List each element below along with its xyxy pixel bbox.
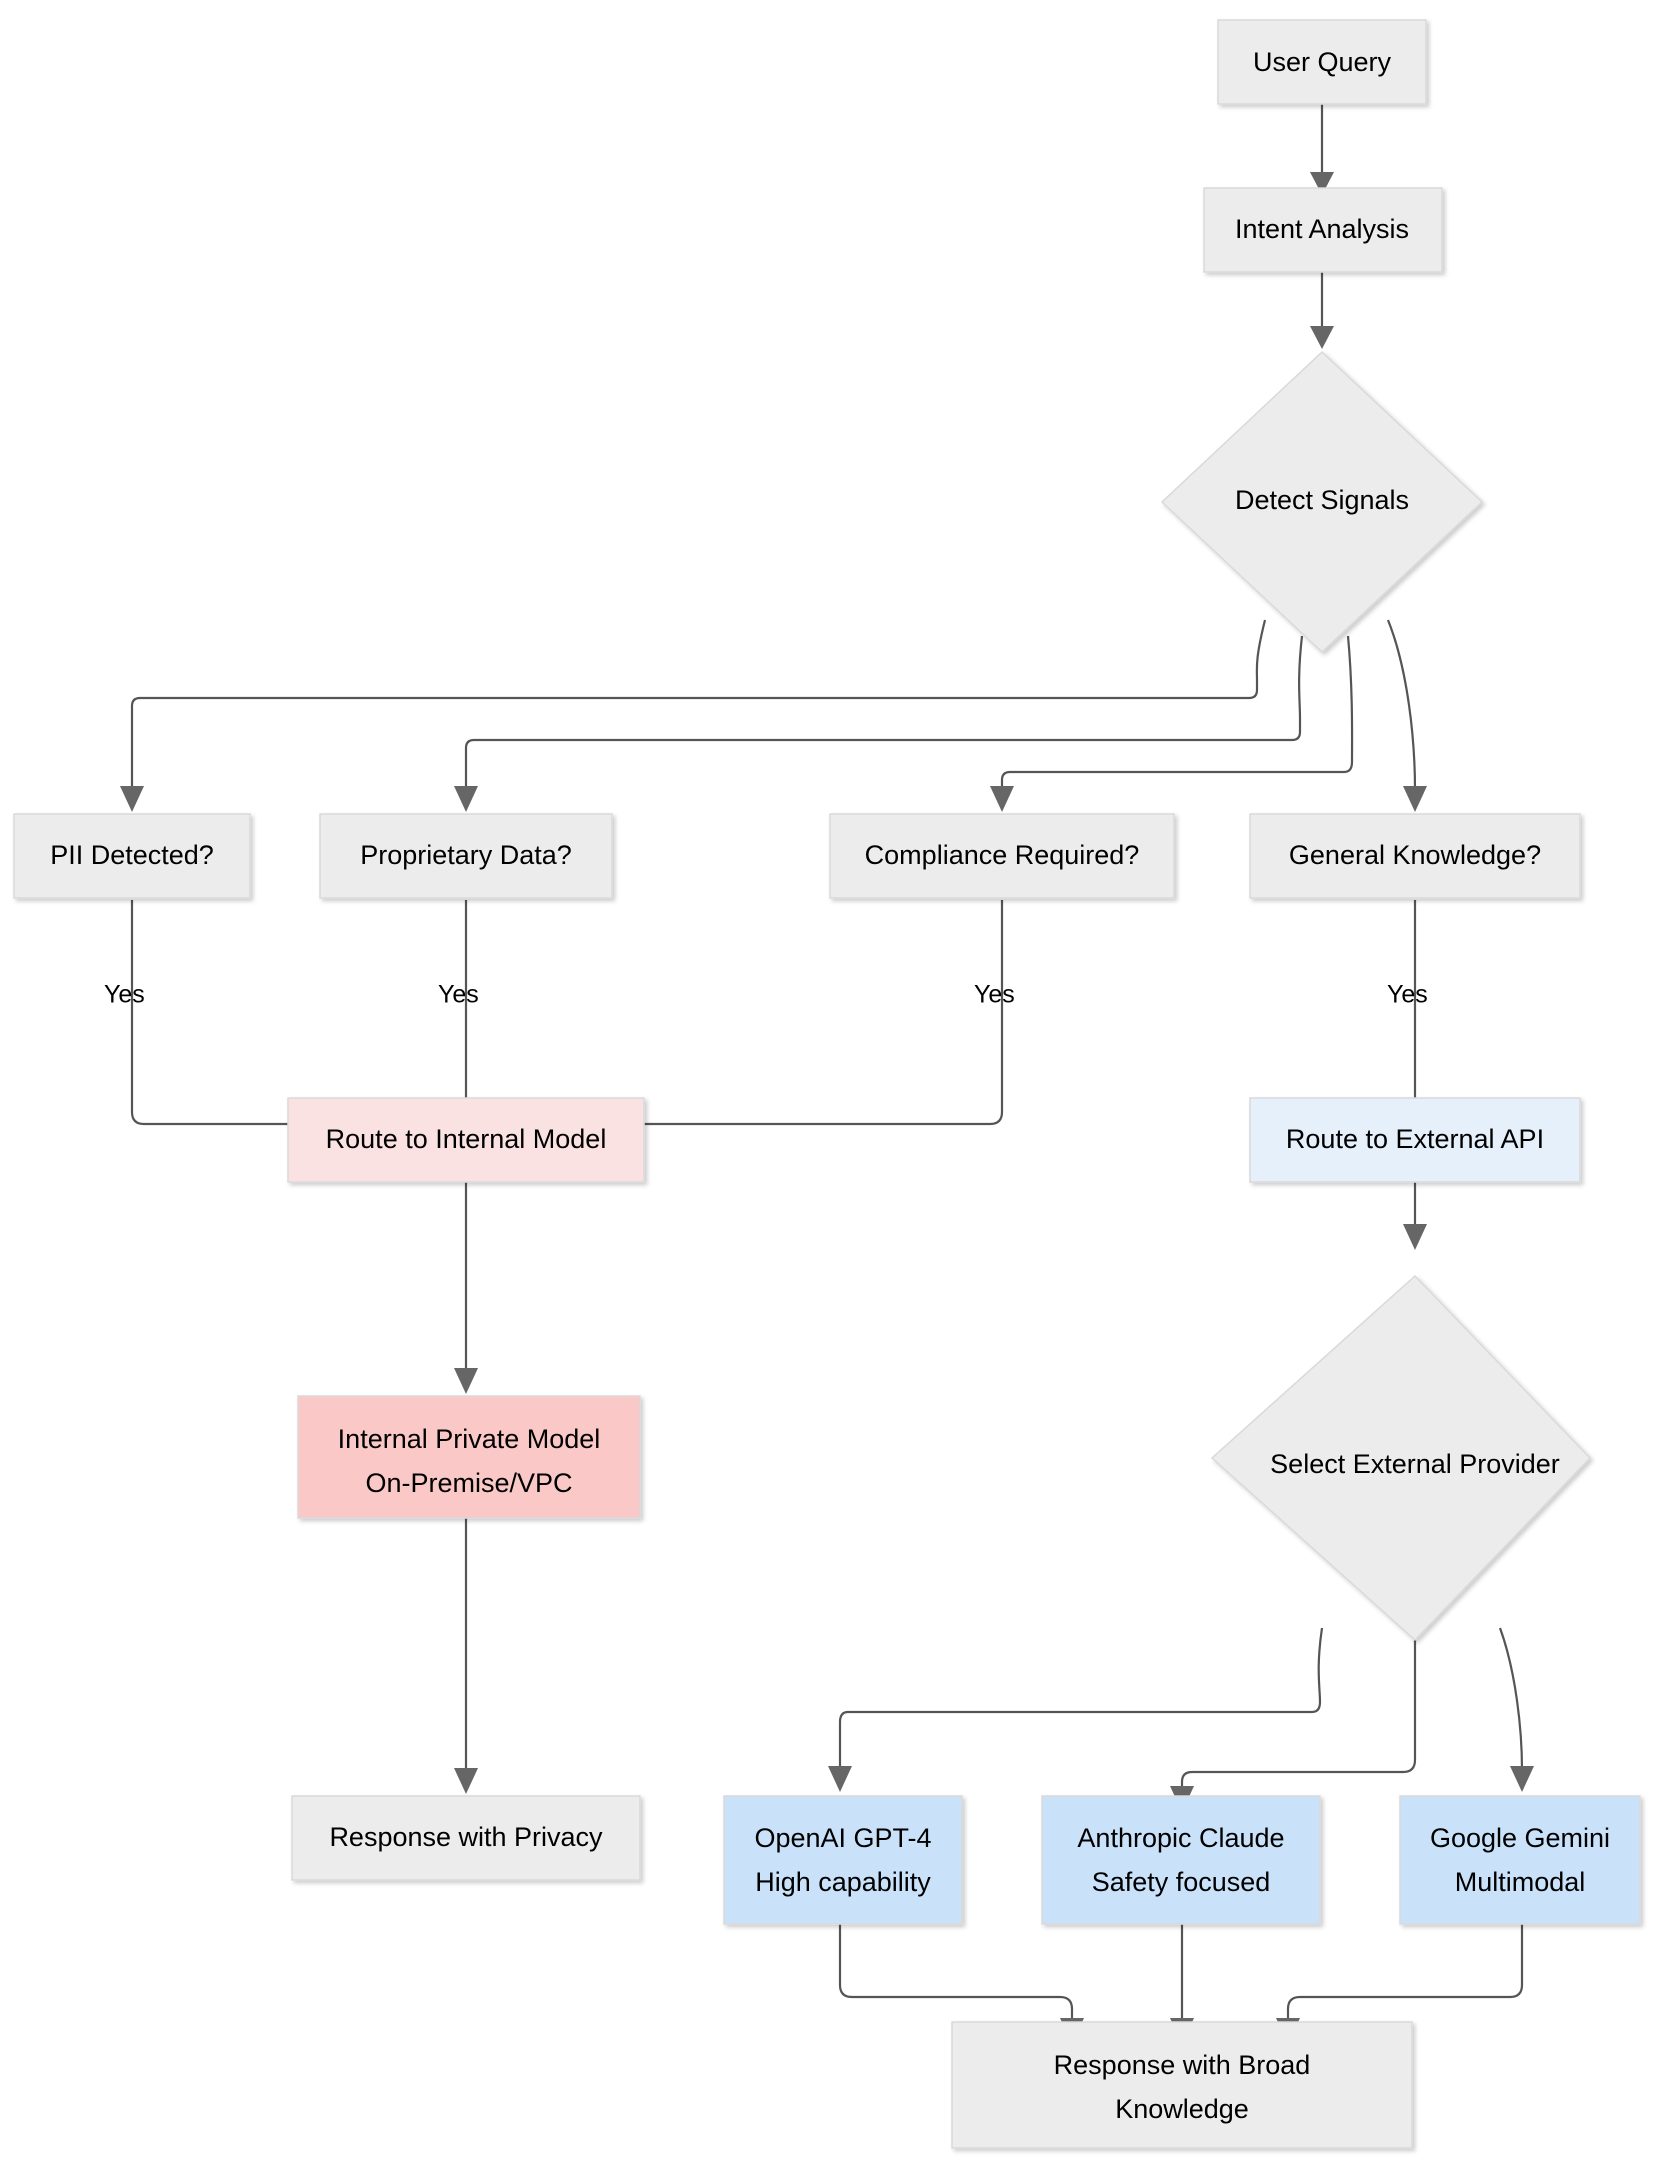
node-proprietary-data[interactable]: Proprietary Data? xyxy=(319,813,613,899)
edge-intent-analysis-to-detect-signals xyxy=(1310,270,1334,349)
node-select-external-provider[interactable]: Select External Provider xyxy=(1210,1274,1592,1642)
node-intent-analysis[interactable]: Intent Analysis xyxy=(1203,187,1443,273)
nodes-layer: User Query Intent Analysis Detect Signal… xyxy=(13,19,1641,2149)
edge-label-general-yes: Yes xyxy=(1387,981,1428,1009)
node-google-gemini-label-line2: Multimodal xyxy=(1455,1867,1586,1897)
node-anthropic-claude-label-line1: Anthropic Claude xyxy=(1077,1823,1284,1853)
edge-label-pii-yes: Yes xyxy=(104,981,145,1009)
node-proprietary-data-label: Proprietary Data? xyxy=(360,840,572,870)
node-internal-private-model-label-line1: Internal Private Model xyxy=(338,1424,601,1454)
node-openai-gpt4-label-line1: OpenAI GPT-4 xyxy=(754,1823,931,1853)
node-response-with-privacy-label: Response with Privacy xyxy=(329,1822,603,1852)
node-detect-signals[interactable]: Detect Signals xyxy=(1160,350,1484,654)
node-google-gemini-label-line1: Google Gemini xyxy=(1430,1823,1610,1853)
edge-user-query-to-intent-analysis xyxy=(1310,104,1334,195)
node-response-with-privacy[interactable]: Response with Privacy xyxy=(291,1795,641,1881)
edge-detect-signals-to-compliance xyxy=(990,635,1354,812)
edge-label-compliance-yes: Yes xyxy=(974,981,1015,1009)
node-pii-detected-label: PII Detected? xyxy=(50,840,214,870)
edge-route-external-to-select-provider xyxy=(1403,1182,1427,1250)
node-openai-gpt4[interactable]: OpenAI GPT-4 High capability xyxy=(723,1795,963,1925)
edge-select-provider-to-gemini xyxy=(1498,1627,1534,1792)
edge-detect-signals-to-pii xyxy=(120,619,1267,812)
node-user-query-label: User Query xyxy=(1253,47,1392,77)
node-pii-detected[interactable]: PII Detected? xyxy=(13,813,251,899)
node-general-knowledge-label: General Knowledge? xyxy=(1289,840,1541,870)
node-google-gemini[interactable]: Google Gemini Multimodal xyxy=(1399,1795,1641,1925)
edge-select-provider-to-openai xyxy=(828,1627,1324,1792)
edge-select-provider-to-anthropic xyxy=(1170,1640,1417,1812)
node-openai-gpt4-label-line2: High capability xyxy=(755,1867,931,1897)
node-route-to-external-api[interactable]: Route to External API xyxy=(1249,1097,1581,1183)
node-response-with-broad-knowledge-label-line1: Response with Broad xyxy=(1054,2050,1311,2080)
node-route-to-external-api-label: Route to External API xyxy=(1286,1124,1544,1154)
node-compliance-required[interactable]: Compliance Required? xyxy=(829,813,1175,899)
node-user-query[interactable]: User Query xyxy=(1217,19,1427,105)
node-intent-analysis-label: Intent Analysis xyxy=(1235,214,1409,244)
node-response-with-broad-knowledge-label-line2: Knowledge xyxy=(1115,2094,1249,2124)
edge-detect-signals-to-proprietary xyxy=(454,635,1304,812)
node-compliance-required-label: Compliance Required? xyxy=(865,840,1140,870)
edge-label-proprietary-yes: Yes xyxy=(438,981,479,1009)
node-route-to-internal-model[interactable]: Route to Internal Model xyxy=(287,1097,645,1183)
node-route-to-internal-model-label: Route to Internal Model xyxy=(326,1124,607,1154)
node-internal-private-model[interactable]: Internal Private Model On-Premise/VPC xyxy=(297,1395,641,1519)
edge-internal-model-to-response-privacy xyxy=(454,1518,478,1794)
node-anthropic-claude-label-line2: Safety focused xyxy=(1092,1867,1271,1897)
edge-detect-signals-to-general xyxy=(1386,619,1427,812)
node-internal-private-model-label-line2: On-Premise/VPC xyxy=(365,1468,572,1498)
edge-route-internal-to-internal-model xyxy=(454,1182,478,1394)
node-select-external-provider-label: Select External Provider xyxy=(1270,1449,1560,1479)
node-anthropic-claude[interactable]: Anthropic Claude Safety focused xyxy=(1041,1795,1321,1925)
node-general-knowledge[interactable]: General Knowledge? xyxy=(1249,813,1581,899)
node-detect-signals-label: Detect Signals xyxy=(1235,485,1409,515)
edge-labels-layer: Yes Yes Yes Yes xyxy=(104,981,1428,1009)
node-response-with-broad-knowledge[interactable]: Response with Broad Knowledge xyxy=(951,2021,1413,2149)
